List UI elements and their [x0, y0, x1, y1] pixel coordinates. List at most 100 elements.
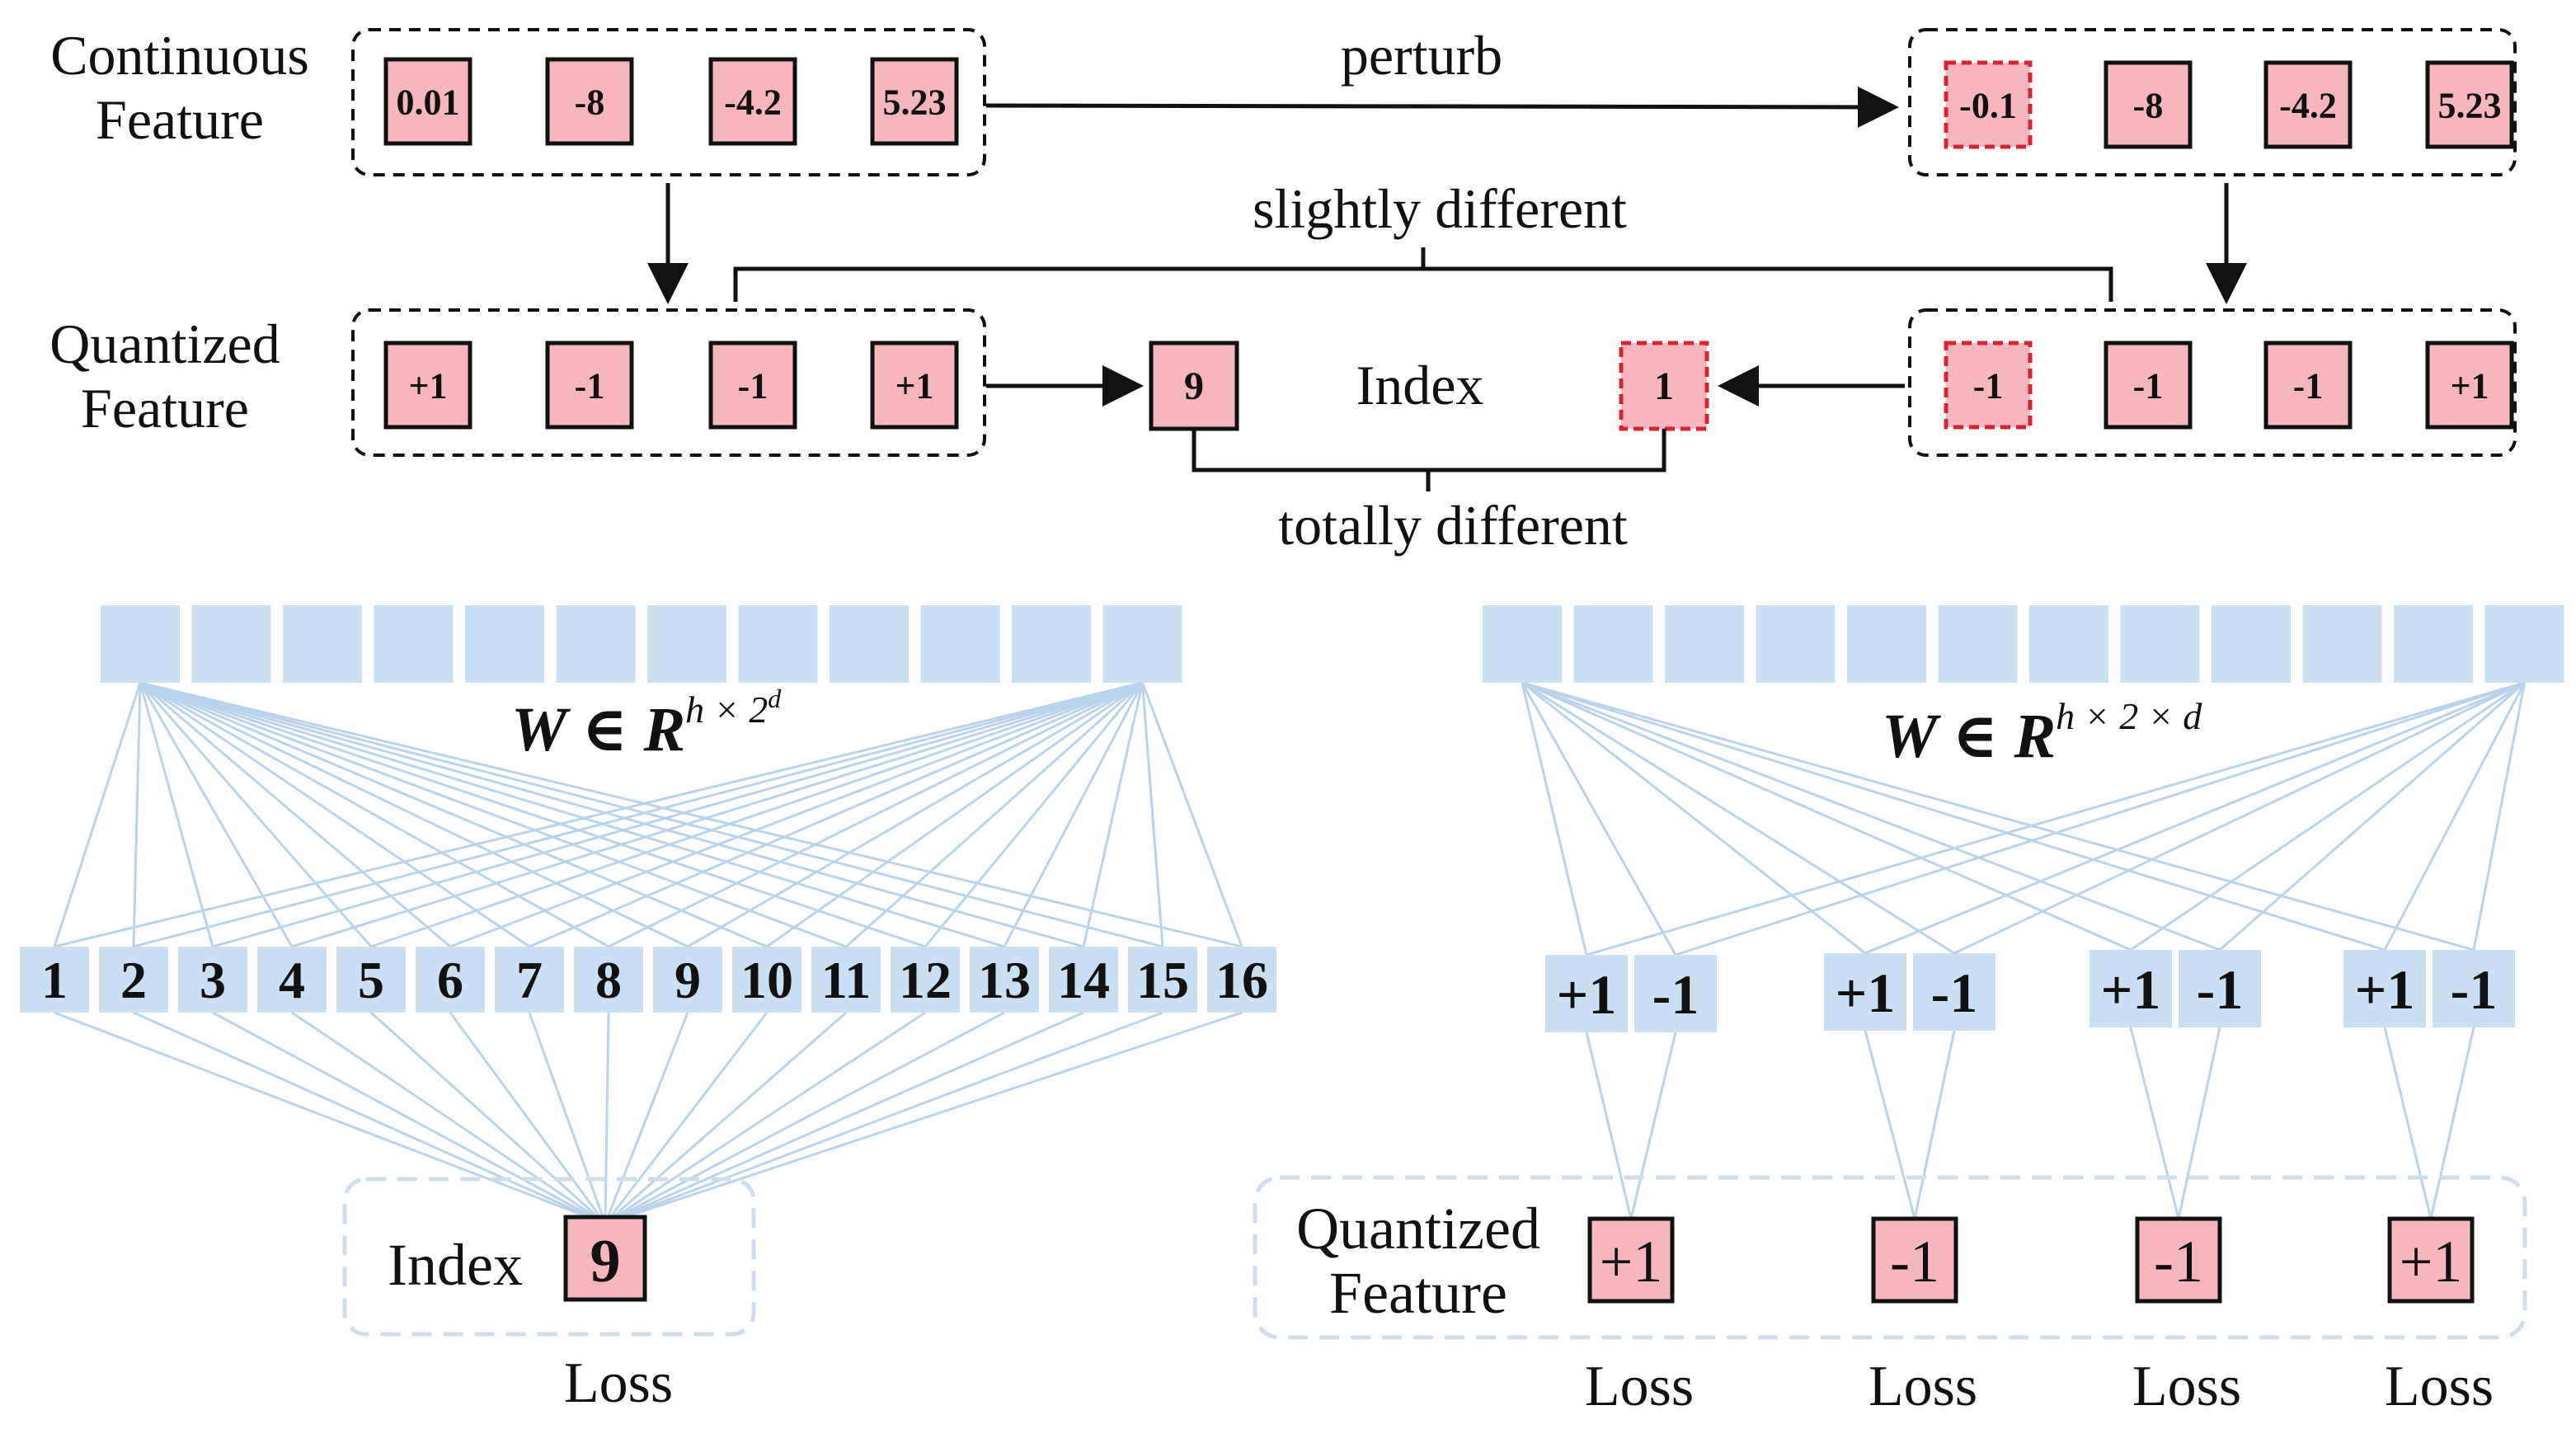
bottom-left-index-number-2: 2 — [120, 951, 147, 1009]
bottom-left-link-first-5 — [139, 682, 373, 947]
quantized-right-box-2 — [2104, 341, 2193, 430]
bottom-left-index-cell-14 — [1049, 947, 1118, 1013]
bottom-left-index-cell-4 — [257, 947, 327, 1013]
bottom-left-link-last-16 — [1141, 682, 1243, 947]
bottom-left-index-group — [342, 1177, 756, 1337]
bottom-left-index-number-8: 8 — [595, 951, 622, 1009]
bottom-left-link-index-10 — [604, 1012, 769, 1224]
bottom-left-index-cell-2 — [99, 947, 168, 1013]
bottom-left-index-cell-1 — [20, 947, 89, 1013]
bottom-right-link-value-1-2 — [1629, 1032, 1677, 1220]
quantized-right-value-2: -1 — [2133, 365, 2164, 406]
quantized-left-box-4 — [870, 341, 959, 430]
bottom-right-codebook-cell-6 — [1938, 605, 2018, 683]
bottom-right-value-1: +1 — [1600, 1229, 1663, 1295]
bottom-left-link-index-2 — [133, 1011, 606, 1225]
bottom-left-index-cell-12 — [891, 947, 960, 1013]
bottom-right-pair-cell-3-2 — [2179, 950, 2261, 1027]
bottom-left-index-cell-13 — [970, 947, 1039, 1013]
bottom-left-link-first-11 — [139, 681, 847, 948]
quantized-left-box-2 — [545, 341, 634, 430]
bottom-left-link-last-4 — [291, 681, 1143, 948]
bottom-left-index-number-12: 12 — [899, 951, 952, 1009]
bottom-right-codebook-cell-12 — [2484, 605, 2564, 683]
quantized-right-value-3: -1 — [2293, 365, 2324, 406]
perturb-arrow — [985, 86, 1899, 128]
bottom-left-index-number-1: 1 — [41, 951, 68, 1009]
bottom-right-link-first-1-2 — [1521, 682, 1677, 956]
bottom-left-index-cell-15 — [1128, 947, 1197, 1013]
bottom-right-value-box-2 — [1871, 1216, 1958, 1304]
bottom-left-link-first-3 — [139, 682, 214, 947]
bottom-left-link-first-7 — [139, 681, 530, 948]
continuous-feature-label-2: Feature — [96, 88, 264, 151]
bottom-left-link-first-10 — [139, 681, 768, 948]
bottom-right-pair-cell-3-1 — [2089, 950, 2172, 1027]
bottom-left-link-last-6 — [449, 681, 1144, 948]
bottom-right-codebook-cell-3 — [1665, 605, 1744, 683]
bottom-right-loss-label-2: Loss — [1869, 1355, 1977, 1418]
continuous-left-group — [351, 28, 986, 176]
continuous-right-box-1 — [1944, 60, 2033, 149]
bottom-right-loss-label-3: Loss — [2132, 1355, 2241, 1418]
bottom-right-pair-cell-2-1 — [1824, 953, 1906, 1031]
bottom-left-index-number-13: 13 — [978, 951, 1031, 1009]
bottom-right-pair-label-4-2: -1 — [2451, 958, 2498, 1021]
bottom-right-quantized-label-2: Feature — [1329, 1260, 1507, 1326]
bottom-left-link-last-7 — [529, 681, 1144, 948]
continuous-left-value-3: -4.2 — [724, 82, 782, 122]
slightly-different-label: slightly different — [1253, 177, 1627, 240]
bottom-right-link-last-3-1 — [2130, 681, 2526, 952]
bottom-right-codebook-cell-10 — [2302, 605, 2382, 683]
bottom-left-index-number-14: 14 — [1057, 951, 1110, 1009]
bottom-left-index-cell-11 — [811, 947, 881, 1013]
totally-different-bracket — [1192, 429, 1666, 491]
bottom-left-link-index-5 — [369, 1011, 607, 1225]
bottom-right-connections — [1521, 681, 2526, 1220]
bottom-right-link-value-4-2 — [2429, 1027, 2475, 1220]
bottom-right-value-4: +1 — [2400, 1229, 2463, 1295]
bottom-right-quantized-values: +1-1-1+1 — [1587, 1216, 2475, 1304]
bottom-right-pair-cell-4-1 — [2343, 950, 2426, 1027]
bottom-left-link-index-1 — [54, 1011, 606, 1225]
bottom-left-link-index-16 — [604, 1011, 1243, 1225]
bottom-right-link-last-1-2 — [1675, 681, 2525, 957]
quantized-feature-label-1: Quantized — [49, 313, 280, 375]
bottom-right-pair-label-2-2: -1 — [1931, 961, 1978, 1024]
bottom-left-index-number-6: 6 — [437, 951, 463, 1009]
bottom-right-pair-label-1-2: -1 — [1652, 963, 1699, 1026]
bottom-left-index-cell-10 — [732, 947, 801, 1013]
bottom-left-link-index-9 — [604, 1012, 689, 1224]
continuous-left-box-2 — [545, 57, 634, 146]
continuous-left-box-4 — [870, 57, 959, 146]
bottom-right-codebook-cell-2 — [1573, 605, 1653, 683]
bottom-left-index-number-3: 3 — [200, 951, 226, 1009]
bottom-left-codebook-cell-11 — [1012, 605, 1091, 683]
bottom-left-index-box — [563, 1215, 647, 1302]
bottom-right-link-last-2-1 — [1864, 681, 2526, 955]
bottom-right-pair-label-4-1: +1 — [2355, 958, 2415, 1021]
bottom-left-codebook-cell-10 — [920, 605, 1000, 683]
bottom-right-link-first-3-1 — [1521, 681, 2132, 952]
bottom-right-link-value-1-1 — [1585, 1032, 1633, 1220]
bottom-right-link-last-2-2 — [1953, 681, 2526, 955]
bottom-right-codebook-cell-5 — [1847, 605, 1926, 683]
bottom-left-codebook-cell-9 — [830, 605, 909, 683]
bottom-left-link-last-2 — [133, 681, 1143, 948]
bottom-right-link-first-3-2 — [1521, 681, 2221, 952]
bottom-left-index-value: 9 — [590, 1228, 621, 1295]
bottom-left-link-last-5 — [370, 681, 1143, 948]
bottom-right-link-first-4-2 — [1521, 681, 2475, 952]
bottom-left-link-index-11 — [604, 1011, 847, 1225]
bottom-left-codebook-cell-7 — [647, 605, 726, 683]
bottom-right-codebook-cell-8 — [2120, 605, 2200, 683]
bottom-right-value-3: -1 — [2154, 1229, 2203, 1295]
quantized-left-box-3 — [708, 341, 797, 430]
bottom-right-link-first-2-2 — [1521, 681, 1955, 955]
totally-different-label: totally different — [1278, 494, 1628, 557]
bottom-right-link-last-1-1 — [1586, 681, 2525, 957]
